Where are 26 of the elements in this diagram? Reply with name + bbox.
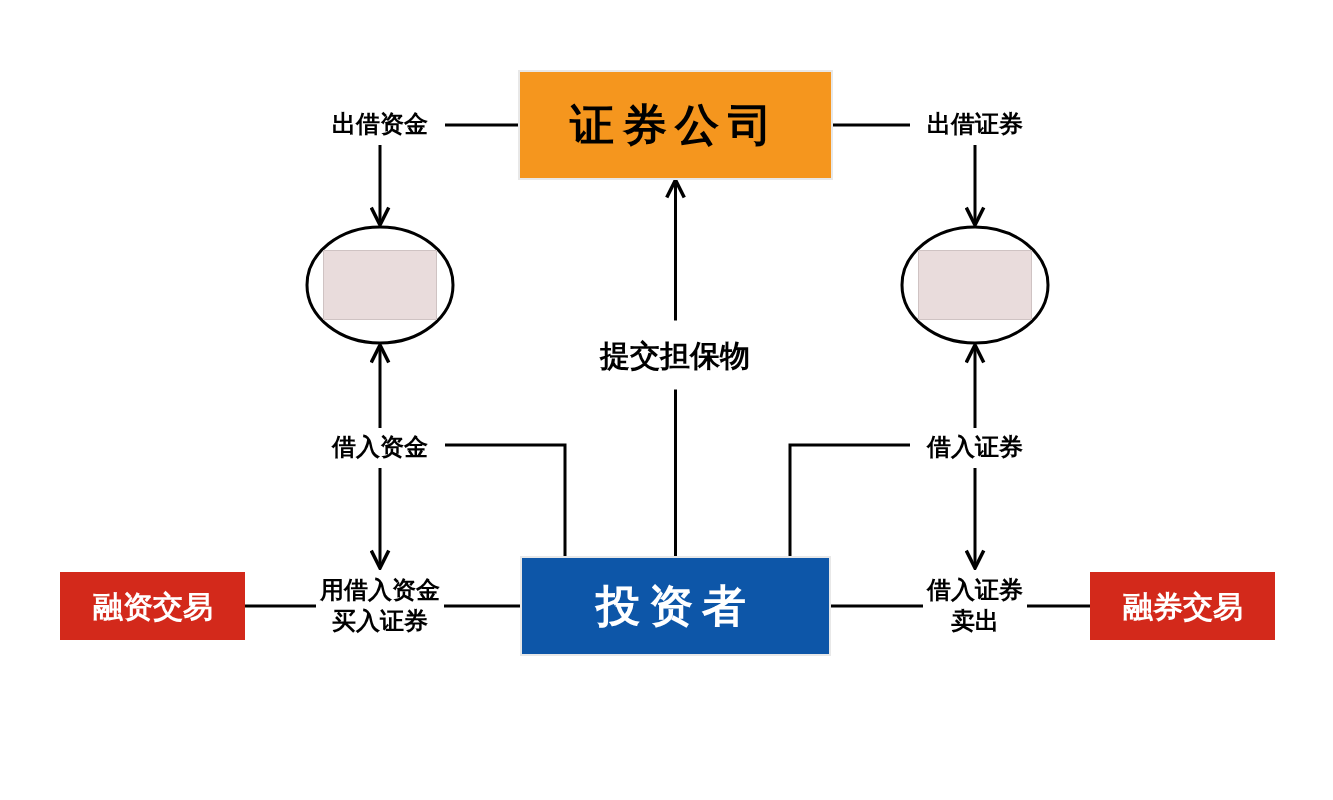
connector-line (445, 123, 518, 127)
trade-box: 融券交易 (1090, 572, 1275, 640)
connector-line (833, 123, 910, 127)
step-label: 出借资金 (315, 105, 445, 145)
step-label: 借入证券 (910, 428, 1040, 468)
connector-line (445, 443, 567, 556)
connector-line (245, 604, 316, 608)
photo-circle (305, 225, 455, 345)
step-label: 用借入资金买入证券 (316, 568, 444, 644)
step-label: 借入资金 (315, 428, 445, 468)
investor-box: 投资者 (520, 556, 831, 656)
trade-box: 融资交易 (60, 572, 245, 640)
connector-line (444, 604, 520, 608)
company-box: 证券公司 (518, 70, 833, 180)
step-label: 借入证券卖出 (923, 568, 1027, 644)
arrow (964, 468, 986, 570)
arrow (369, 468, 391, 570)
connector-line (788, 443, 910, 556)
arrow (964, 343, 986, 428)
arrow (369, 145, 391, 227)
connector-line (1027, 604, 1090, 608)
connector-line (831, 604, 923, 608)
arrow (964, 145, 986, 227)
photo-circle (900, 225, 1050, 345)
step-label: 出借证券 (910, 105, 1040, 145)
arrow (369, 343, 391, 428)
